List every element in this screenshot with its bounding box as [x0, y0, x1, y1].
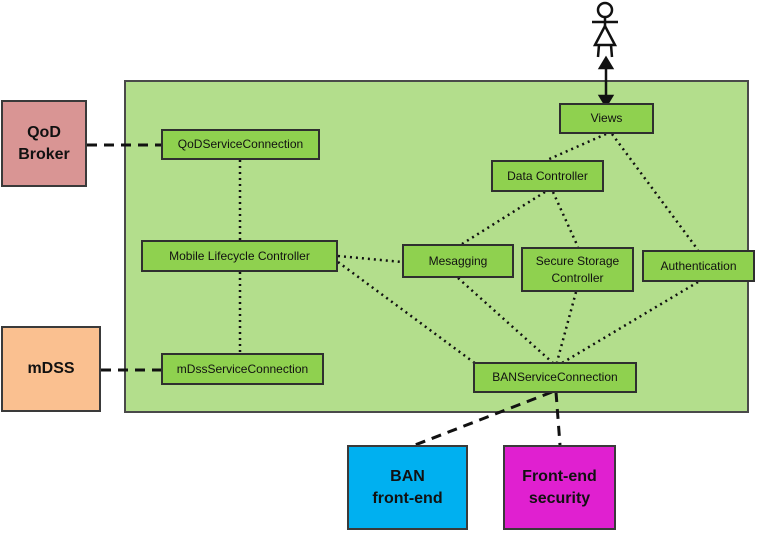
qod-service-connection-node: QoDServiceConnection — [161, 129, 320, 160]
link-mobilelifecycle-messaging — [337, 254, 403, 264]
user-stick-figure-icon — [592, 1, 618, 58]
link-datacontroller-securestorage — [551, 191, 580, 248]
link-views-authentication — [610, 133, 700, 251]
mdss-service-connection-node: mDssServiceConnection — [161, 353, 324, 385]
link-mobilelifecycle-ban — [337, 260, 477, 366]
data-controller-node: Data Controller — [491, 160, 604, 192]
link-ban-banfrontend — [414, 390, 553, 447]
mdss-box: mDSS — [1, 326, 101, 412]
user-arrow-head-down — [597, 94, 615, 109]
views-node: Views — [559, 103, 654, 134]
link-authentication-ban — [561, 280, 699, 365]
link-views-datacontroller — [546, 132, 607, 162]
authentication-node: Authentication — [642, 250, 755, 282]
ban-front-end-box: BAN front-end — [347, 445, 468, 530]
ban-service-connection-node: BANServiceConnection — [473, 362, 637, 393]
link-securestorage-ban — [555, 291, 578, 363]
secure-storage-controller-node: Secure Storage Controller — [521, 247, 634, 292]
link-datacontroller-messaging — [461, 190, 546, 246]
link-ban-frontendsecurity — [554, 391, 562, 446]
user-arrow-head-up — [597, 55, 615, 70]
qod-broker-box: QoD Broker — [1, 100, 87, 187]
messaging-node: Mesagging — [402, 244, 514, 278]
mobile-lifecycle-controller-node: Mobile Lifecycle Controller — [141, 240, 338, 272]
front-end-security-box: Front-end security — [503, 445, 616, 530]
